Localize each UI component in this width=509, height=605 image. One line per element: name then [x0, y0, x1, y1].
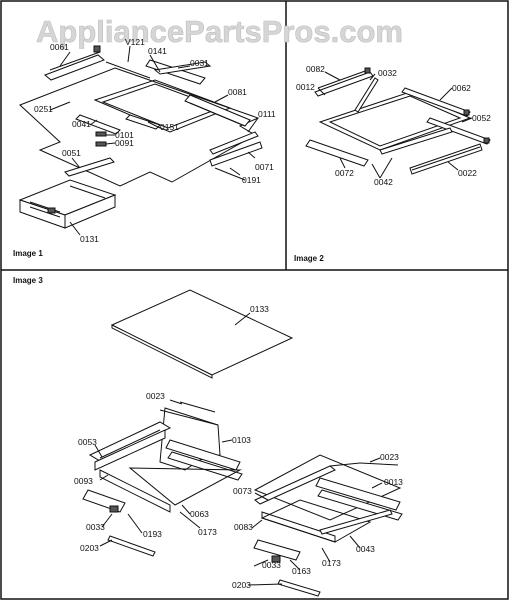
part-label: 0173 [198, 527, 217, 537]
part-label: 0173 [322, 558, 341, 568]
part-label: 0071 [255, 162, 274, 172]
part-label: 0083 [234, 522, 253, 532]
part-label: 0191 [242, 175, 261, 185]
part-label: 0023 [380, 452, 399, 462]
part-label: 0062 [452, 83, 471, 93]
part-label: 0051 [62, 148, 81, 158]
part-label: 0131 [80, 234, 99, 244]
image-2-diagram: 0082 0032 0012 0062 0052 0072 0042 0022 … [294, 64, 491, 263]
part-label: 0043 [356, 544, 375, 554]
part-label: 0032 [378, 68, 397, 78]
part-label: 0041 [72, 119, 91, 129]
part-label: 0111 [258, 109, 276, 119]
part-label: 0031 [190, 58, 209, 68]
part-label: 0203 [232, 580, 251, 590]
part-label: 0081 [228, 87, 247, 97]
part-label: 0073 [233, 486, 252, 496]
image-3-caption: Image 3 [13, 276, 43, 285]
part-label: 0023 [146, 391, 165, 401]
part-label: 0133 [250, 304, 269, 314]
part-label: 0061 [50, 42, 69, 52]
part-label: 0141 [148, 46, 167, 56]
part-label: 0103 [232, 435, 251, 445]
part-label: 0163 [292, 566, 311, 576]
part-label: 0203 [80, 543, 99, 553]
part-label: 0012 [296, 82, 315, 92]
part-label: 0053 [78, 437, 97, 447]
watermark-text: AppliancePartsPros.com [36, 14, 403, 49]
part-label: 0082 [306, 64, 325, 74]
part-label: 0052 [472, 113, 491, 123]
part-label: 0151 [160, 122, 179, 132]
part-label: 0193 [143, 529, 162, 539]
part-label: 0093 [74, 476, 93, 486]
part-label: 0022 [458, 168, 477, 178]
part-label: 0091 [115, 138, 134, 148]
part-label: 0013 [384, 477, 403, 487]
part-label: 0072 [335, 168, 354, 178]
part-label: 0063 [190, 509, 209, 519]
part-label: V121 [125, 37, 145, 47]
part-label: 0101 [115, 130, 134, 140]
image-1-caption: Image 1 [13, 249, 43, 258]
part-label: 0033 [262, 560, 281, 570]
part-label: 0033 [86, 522, 105, 532]
part-label: 0251 [34, 104, 53, 114]
image-2-caption: Image 2 [294, 254, 324, 263]
image-1-diagram: 0061 V121 0141 0031 0251 0081 0041 0151 … [13, 37, 276, 258]
part-label: 0042 [374, 177, 393, 187]
image-3-diagram: Image 3 0133 0023 0103 0053 0093 [13, 276, 403, 597]
